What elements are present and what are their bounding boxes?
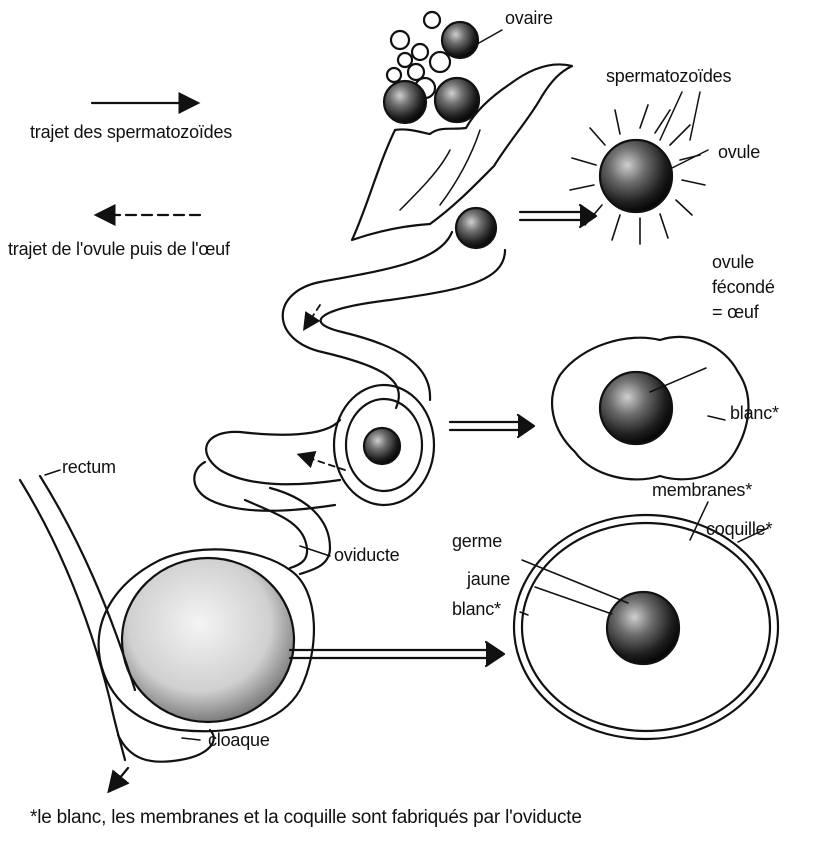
egg-yolk xyxy=(607,592,679,664)
label-ovule-feconde-1: ovule xyxy=(712,252,754,272)
oviduct-lower xyxy=(206,420,340,484)
label-oviducte: oviducte xyxy=(334,545,399,565)
label-rectum: rectum xyxy=(62,457,116,477)
rectum xyxy=(20,480,125,760)
footnote: *le blanc, les membranes et la coquille … xyxy=(30,808,582,828)
oviduct-upper-inner xyxy=(321,250,505,400)
egg-in-oviduct xyxy=(364,428,400,464)
ovule-in-infundibulum xyxy=(456,208,496,248)
label-coquille: coquille* xyxy=(706,519,772,539)
label-jaune: jaune xyxy=(467,569,510,589)
label-ovule-feconde-2: fécondé xyxy=(712,277,775,297)
label-ovule: ovule xyxy=(718,142,760,162)
label-ovule-feconde-3: = œuf xyxy=(712,302,759,322)
label-blanc-2: blanc* xyxy=(452,599,501,619)
legend-ovule-path: trajet de l'ovule puis de l'œuf xyxy=(8,239,230,259)
label-blanc-1: blanc* xyxy=(730,403,779,423)
double-arrow-2 xyxy=(450,415,534,437)
cloaca xyxy=(118,730,214,762)
fertilised-ovule xyxy=(600,372,672,444)
egg-in-shell-gland xyxy=(122,558,294,722)
legend-sperm-path: trajet des spermatozoïdes xyxy=(30,122,232,142)
label-germe: germe xyxy=(452,531,502,551)
label-cloaque: cloaque xyxy=(208,730,270,750)
label-spermatozoides: spermatozoïdes xyxy=(606,66,731,86)
ovule-with-spermatozoa xyxy=(600,140,672,212)
double-arrow-1 xyxy=(520,205,596,227)
double-arrow-3 xyxy=(290,642,504,666)
label-ovaire: ovaire xyxy=(505,8,553,28)
label-membranes: membranes* xyxy=(652,480,752,500)
ovary-cluster xyxy=(384,12,479,123)
